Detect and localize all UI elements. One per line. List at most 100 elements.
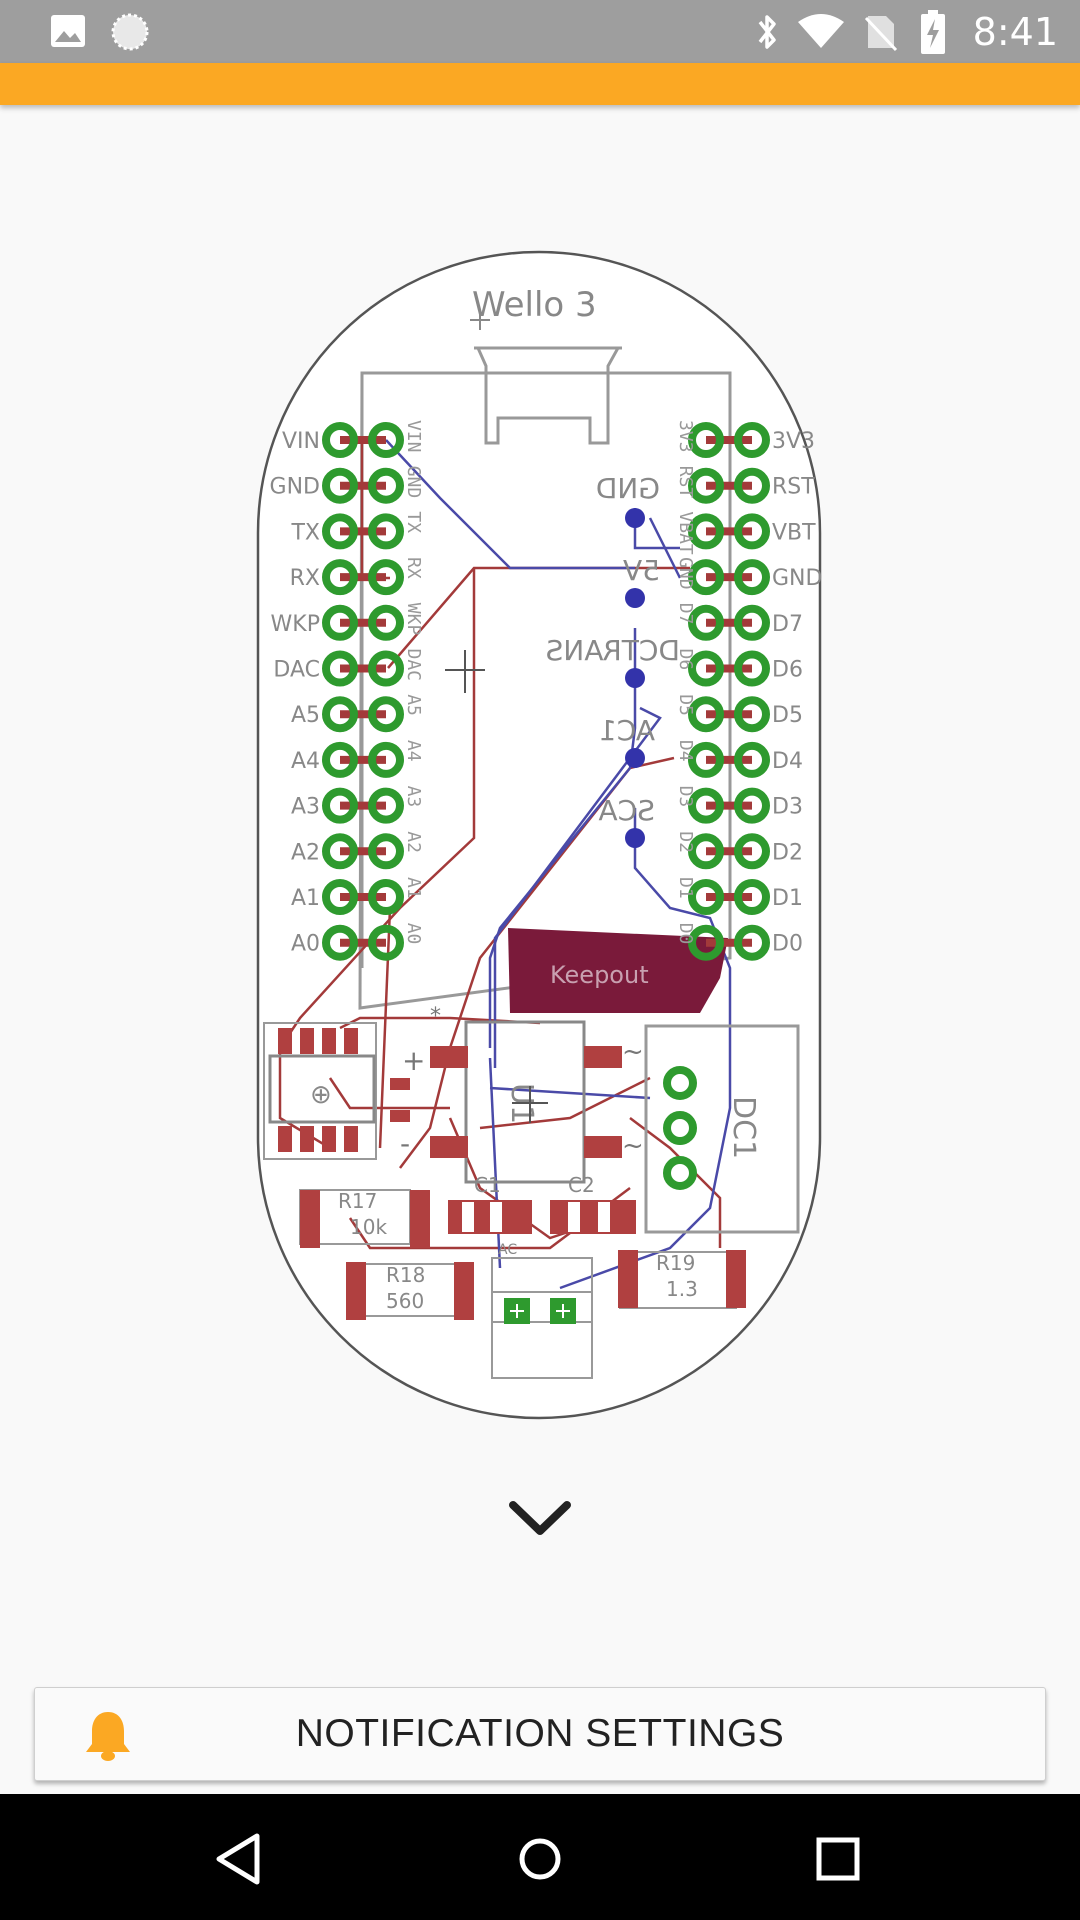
left-pin: A2 A2 bbox=[291, 831, 424, 870]
right-pin: 3V3 3V3 bbox=[675, 420, 815, 458]
left-pin: TX TX bbox=[290, 511, 424, 550]
via bbox=[625, 588, 645, 608]
loading-icon bbox=[111, 13, 149, 51]
right-pin-label: 3V3 bbox=[772, 429, 815, 454]
r19-label: R19 bbox=[656, 1251, 695, 1275]
left-pin: WKP WKP bbox=[271, 603, 424, 641]
left-pin: VIN VIN bbox=[282, 420, 424, 458]
board-title: Wello 3 bbox=[472, 285, 597, 325]
svg-text:AC: AC bbox=[498, 1242, 517, 1258]
via bbox=[625, 508, 645, 528]
right-pin: D3 D3 bbox=[675, 786, 803, 824]
svg-text:~: ~ bbox=[622, 1131, 644, 1161]
right-pin-inner-label: D7 bbox=[675, 603, 696, 625]
r19-value: 1.3 bbox=[666, 1277, 698, 1301]
c2-label: C2 bbox=[568, 1173, 595, 1197]
right-pin-inner-label: D3 bbox=[675, 786, 696, 808]
r18-value: 560 bbox=[386, 1289, 424, 1313]
left-pin-inner-label: VIN bbox=[403, 420, 424, 453]
dc1-label: DC1 bbox=[726, 1096, 761, 1159]
left-pin-label: A2 bbox=[291, 840, 320, 865]
left-pin-inner-label: DAC bbox=[403, 649, 424, 682]
right-pin-inner-label: D0 bbox=[675, 923, 696, 945]
right-pin-label: D6 bbox=[772, 658, 803, 683]
via bbox=[625, 668, 645, 688]
right-pin-label: RST bbox=[772, 475, 815, 500]
left-pin-label: A0 bbox=[291, 932, 320, 957]
notification-settings-button[interactable]: NOTIFICATION SETTINGS bbox=[34, 1687, 1046, 1781]
left-pin-label: DAC bbox=[273, 658, 320, 683]
left-pin-inner-label: A0 bbox=[403, 923, 424, 945]
right-pin-inner-label: VBAT bbox=[675, 511, 696, 555]
keepout-zone bbox=[508, 928, 728, 1013]
wifi-icon bbox=[798, 14, 844, 48]
right-pin-inner-label: D5 bbox=[675, 694, 696, 716]
svg-text:+: + bbox=[402, 1044, 425, 1077]
right-pin: D5 D5 bbox=[675, 694, 803, 733]
left-pin-inner-label: A4 bbox=[403, 740, 424, 762]
left-pin-inner-label: TX bbox=[403, 511, 424, 533]
svg-text:-: - bbox=[400, 1127, 410, 1160]
left-pin-label: A4 bbox=[291, 749, 320, 774]
left-pin-label: RX bbox=[290, 566, 320, 591]
right-pin-inner-label: GND bbox=[675, 557, 696, 590]
keepout-label: Keepout bbox=[550, 961, 649, 989]
via bbox=[625, 828, 645, 848]
via-label-ac1: AC1 bbox=[599, 714, 655, 747]
back-icon[interactable] bbox=[205, 1824, 275, 1894]
r17-value: 10k bbox=[350, 1215, 387, 1239]
right-pin: D6 D6 bbox=[675, 649, 803, 687]
via-label-sca: SCA bbox=[599, 794, 655, 827]
app-bar bbox=[0, 63, 1080, 105]
right-pin: D4 D4 bbox=[675, 740, 803, 778]
left-pin-label: TX bbox=[290, 520, 320, 545]
left-pin-label: GND bbox=[270, 475, 320, 500]
notification-settings-label: NOTIFICATION SETTINGS bbox=[295, 1712, 785, 1755]
left-pin: RX RX bbox=[290, 557, 424, 596]
status-time: 8:41 bbox=[972, 10, 1058, 54]
left-pin-inner-label: WKP bbox=[403, 603, 424, 636]
left-pin-inner-label: A5 bbox=[403, 694, 424, 716]
via-label-gnd: GND bbox=[596, 472, 660, 505]
left-pin-inner-label: RX bbox=[403, 557, 424, 579]
right-pin-label: D4 bbox=[772, 749, 803, 774]
left-pin-label: A1 bbox=[291, 886, 320, 911]
right-pin: D2 D2 bbox=[675, 831, 803, 870]
no-sim-icon bbox=[864, 16, 898, 52]
home-icon[interactable] bbox=[505, 1824, 575, 1894]
right-header: 3V33V3RSTRSTVBTVBATGNDGNDD7D7D6D6D5D5D4D… bbox=[675, 420, 822, 961]
battery-charging-icon bbox=[921, 10, 945, 54]
left-pin-inner-label: A2 bbox=[403, 831, 424, 853]
bell-icon bbox=[86, 1712, 130, 1761]
right-pin-label: D3 bbox=[772, 795, 803, 820]
right-pin-inner-label: D6 bbox=[675, 649, 696, 671]
c1-label: C1 bbox=[474, 1173, 501, 1197]
left-pin-label: WKP bbox=[271, 612, 320, 637]
right-pin-inner-label: 3V3 bbox=[675, 420, 696, 453]
r17-label: R17 bbox=[338, 1189, 377, 1213]
left-pin-inner-label: A3 bbox=[403, 786, 424, 808]
left-pin-label: VIN bbox=[282, 429, 320, 454]
right-pin-label: D1 bbox=[772, 886, 803, 911]
svg-text:⊕: ⊕ bbox=[310, 1080, 332, 1110]
navigation-bar bbox=[0, 1794, 1080, 1920]
right-pin-label: D5 bbox=[772, 703, 803, 728]
right-pin-label: D2 bbox=[772, 840, 803, 865]
right-pin-inner-label: D4 bbox=[675, 740, 696, 762]
recents-icon[interactable] bbox=[803, 1824, 873, 1894]
chevron-down-icon[interactable] bbox=[505, 1495, 575, 1543]
right-pin-inner-label: D2 bbox=[675, 831, 696, 853]
left-pin: GND GND bbox=[270, 466, 424, 504]
via-label-5v: 5V bbox=[623, 554, 660, 587]
left-pin-inner-label: GND bbox=[403, 466, 424, 499]
